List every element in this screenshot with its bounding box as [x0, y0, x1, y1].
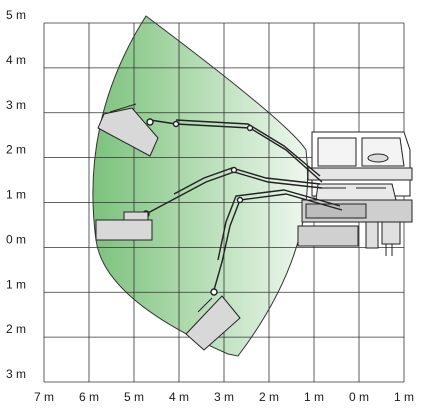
y-axis-label: 2 m	[6, 143, 26, 157]
x-axis-label: 1 m	[304, 390, 324, 404]
y-axis-label: 3 m	[6, 367, 26, 381]
x-axis-label: 0 m	[349, 390, 369, 404]
basket-upper	[97, 103, 159, 157]
y-axis-label: 1 m	[6, 277, 26, 291]
x-axis-label: 1 m	[394, 390, 414, 404]
basket-middle	[95, 211, 153, 241]
y-axis-label: 1 m	[6, 188, 26, 202]
basket-lower	[185, 295, 241, 351]
x-axis-labels: 7 m 6 m 5 m 4 m 3 m 2 m 1 m 0 m 1 m	[34, 390, 414, 404]
y-axis-label: 3 m	[6, 98, 26, 112]
working-envelope	[92, 15, 309, 357]
y-axis-label: 0 m	[6, 232, 26, 246]
x-axis-label: 4 m	[169, 390, 189, 404]
x-axis-label: 3 m	[214, 390, 234, 404]
truck-vehicle	[297, 131, 413, 256]
truck-base-platform	[297, 225, 359, 247]
y-axis-label: 5 m	[6, 8, 26, 22]
x-axis-label: 2 m	[259, 390, 279, 404]
boom-upper	[146, 118, 323, 183]
x-axis-label: 5 m	[124, 390, 144, 404]
y-axis-labels: 5 m 4 m 3 m 2 m 1 m 0 m 1 m 2 m 3 m	[6, 8, 26, 381]
boom-lower	[210, 189, 343, 296]
x-axis-label: 6 m	[79, 390, 99, 404]
x-axis-label: 7 m	[34, 390, 54, 404]
y-axis-label: 4 m	[6, 53, 26, 67]
y-axis-label: 2 m	[6, 322, 26, 336]
